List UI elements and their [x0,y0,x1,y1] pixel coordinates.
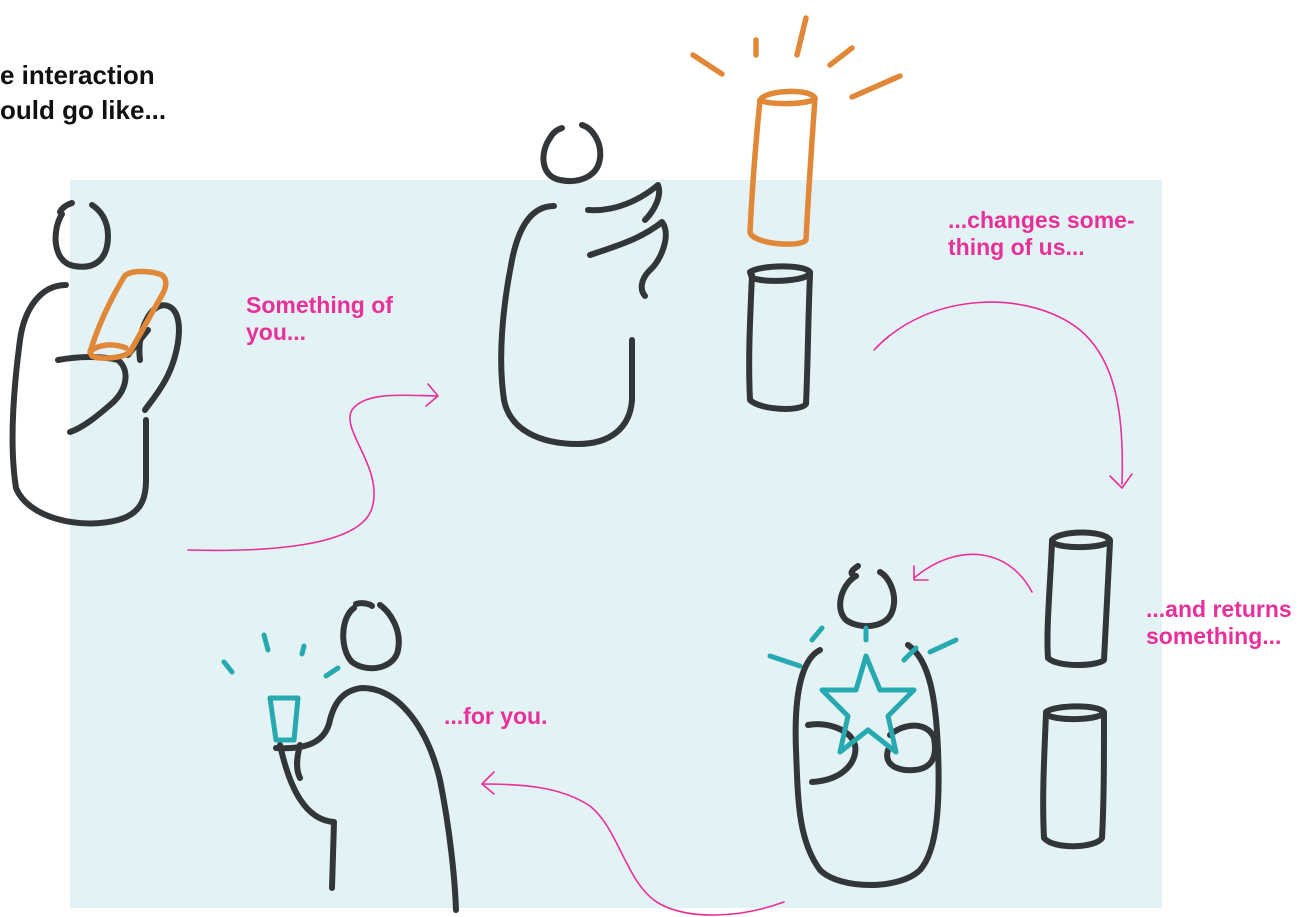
title-line-2: ould go like... [0,93,166,128]
caption-step1: Something of you... [246,292,393,346]
caption-step3: ...and returns something... [1146,596,1292,650]
background-panel [70,180,1162,908]
title-line-1: e interaction [0,58,166,93]
caption-step2: ...changes some- thing of us... [948,207,1135,261]
caption-step4: ...for you. [444,703,548,730]
sparkle-lines-top [693,18,900,97]
